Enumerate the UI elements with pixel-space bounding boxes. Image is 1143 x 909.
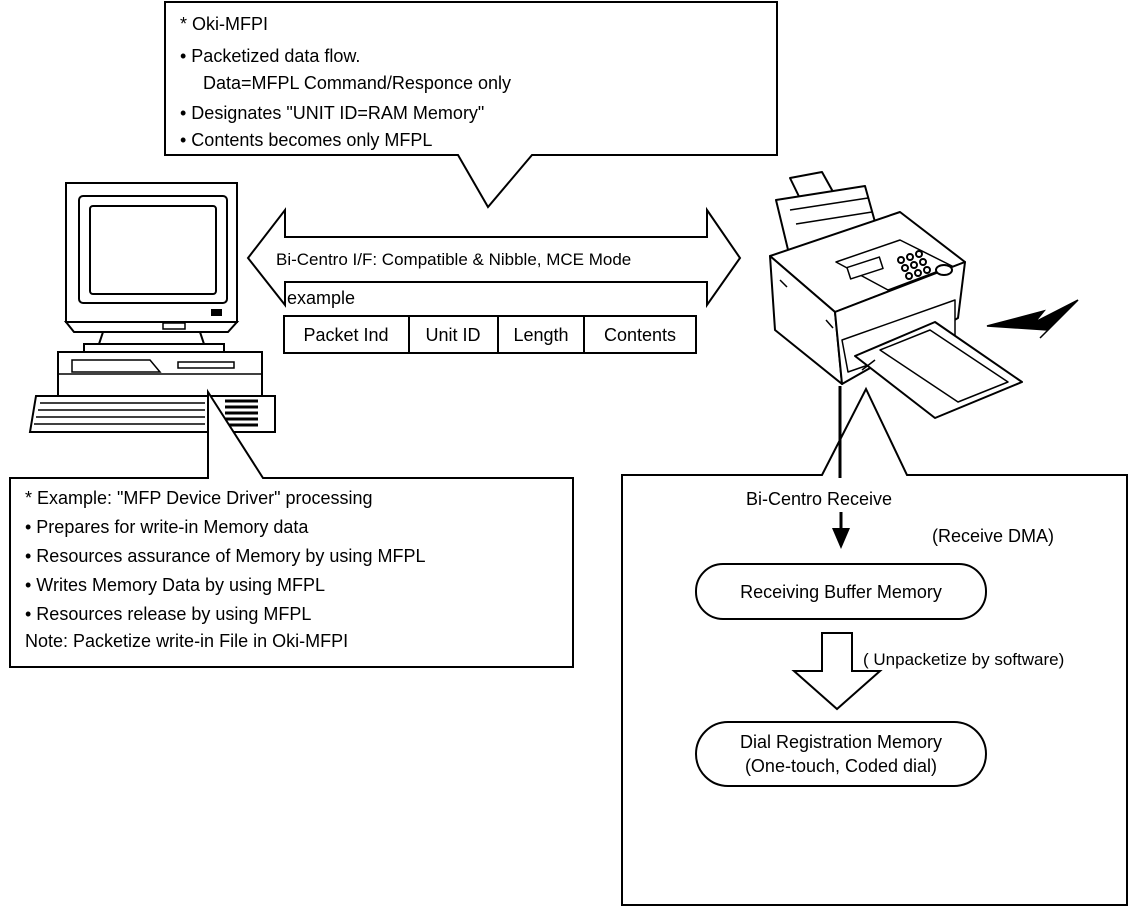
receiving-buffer-memory-box — [695, 563, 987, 620]
pc-callout-line-3: • Resources assurance of Memory by using… — [25, 546, 425, 566]
receive-arrow-icon — [832, 528, 850, 549]
top-callout-line-4: • Designates "UNIT ID=RAM Memory" — [180, 103, 484, 123]
receiving-buffer-label: Receiving Buffer Memory — [740, 582, 942, 602]
pc-callout-line-2: • Prepares for write-in Memory data — [25, 517, 309, 537]
top-callout-line-5: • Contents becomes only MFPL — [180, 130, 432, 150]
pc-callout-line-5: • Resources release by using MFPL — [25, 604, 311, 624]
dial-registration-sublabel: (One-touch, Coded dial) — [745, 756, 937, 776]
desktop-computer-icon — [28, 182, 276, 433]
packet-field-length: Length — [513, 325, 568, 345]
top-callout-line-3: Data=MFPL Command/Responce only — [203, 73, 511, 93]
packet-format-table: Packet Ind Unit ID Length Contents — [283, 315, 697, 354]
packet-field-unit-id: Unit ID — [425, 325, 480, 345]
packet-field-contents: Contents — [604, 325, 676, 345]
bi-centro-receive-label: Bi-Centro Receive — [746, 489, 892, 509]
mfp-callout: Bi-Centro Receive (Receive DMA) Receivin… — [621, 386, 1128, 906]
top-callout-line-1: * Oki-MFPI — [180, 14, 268, 34]
pc-callout-line-4: • Writes Memory Data by using MFPL — [25, 575, 325, 595]
receive-dma-label: (Receive DMA) — [932, 526, 1054, 546]
pc-callout: * Example: "MFP Device Driver" processin… — [9, 388, 574, 668]
packet-field-packet-ind: Packet Ind — [303, 325, 388, 345]
pc-callout-line-1: * Example: "MFP Device Driver" processin… — [25, 488, 373, 508]
dial-registration-label: Dial Registration Memory — [740, 732, 942, 752]
pc-callout-line-6: Note: Packetize write-in File in Oki-MFP… — [25, 631, 348, 651]
top-callout-line-2: • Packetized data flow. — [180, 46, 360, 66]
interface-label: Bi-Centro I/F: Compatible & Nibble, MCE … — [276, 250, 631, 269]
unpacketize-arrow-icon — [791, 632, 883, 711]
unpacketize-label: ( Unpacketize by software) — [863, 650, 1064, 669]
dial-registration-memory-box — [695, 721, 987, 787]
example-label: example — [287, 288, 355, 308]
top-callout: * Oki-MFPI • Packetized data flow. Data=… — [164, 1, 778, 209]
fax-machine-icon — [769, 171, 1023, 419]
lightning-signal-icon — [986, 299, 1079, 339]
bidirectional-interface-arrow: Bi-Centro I/F: Compatible & Nibble, MCE … — [246, 206, 742, 309]
